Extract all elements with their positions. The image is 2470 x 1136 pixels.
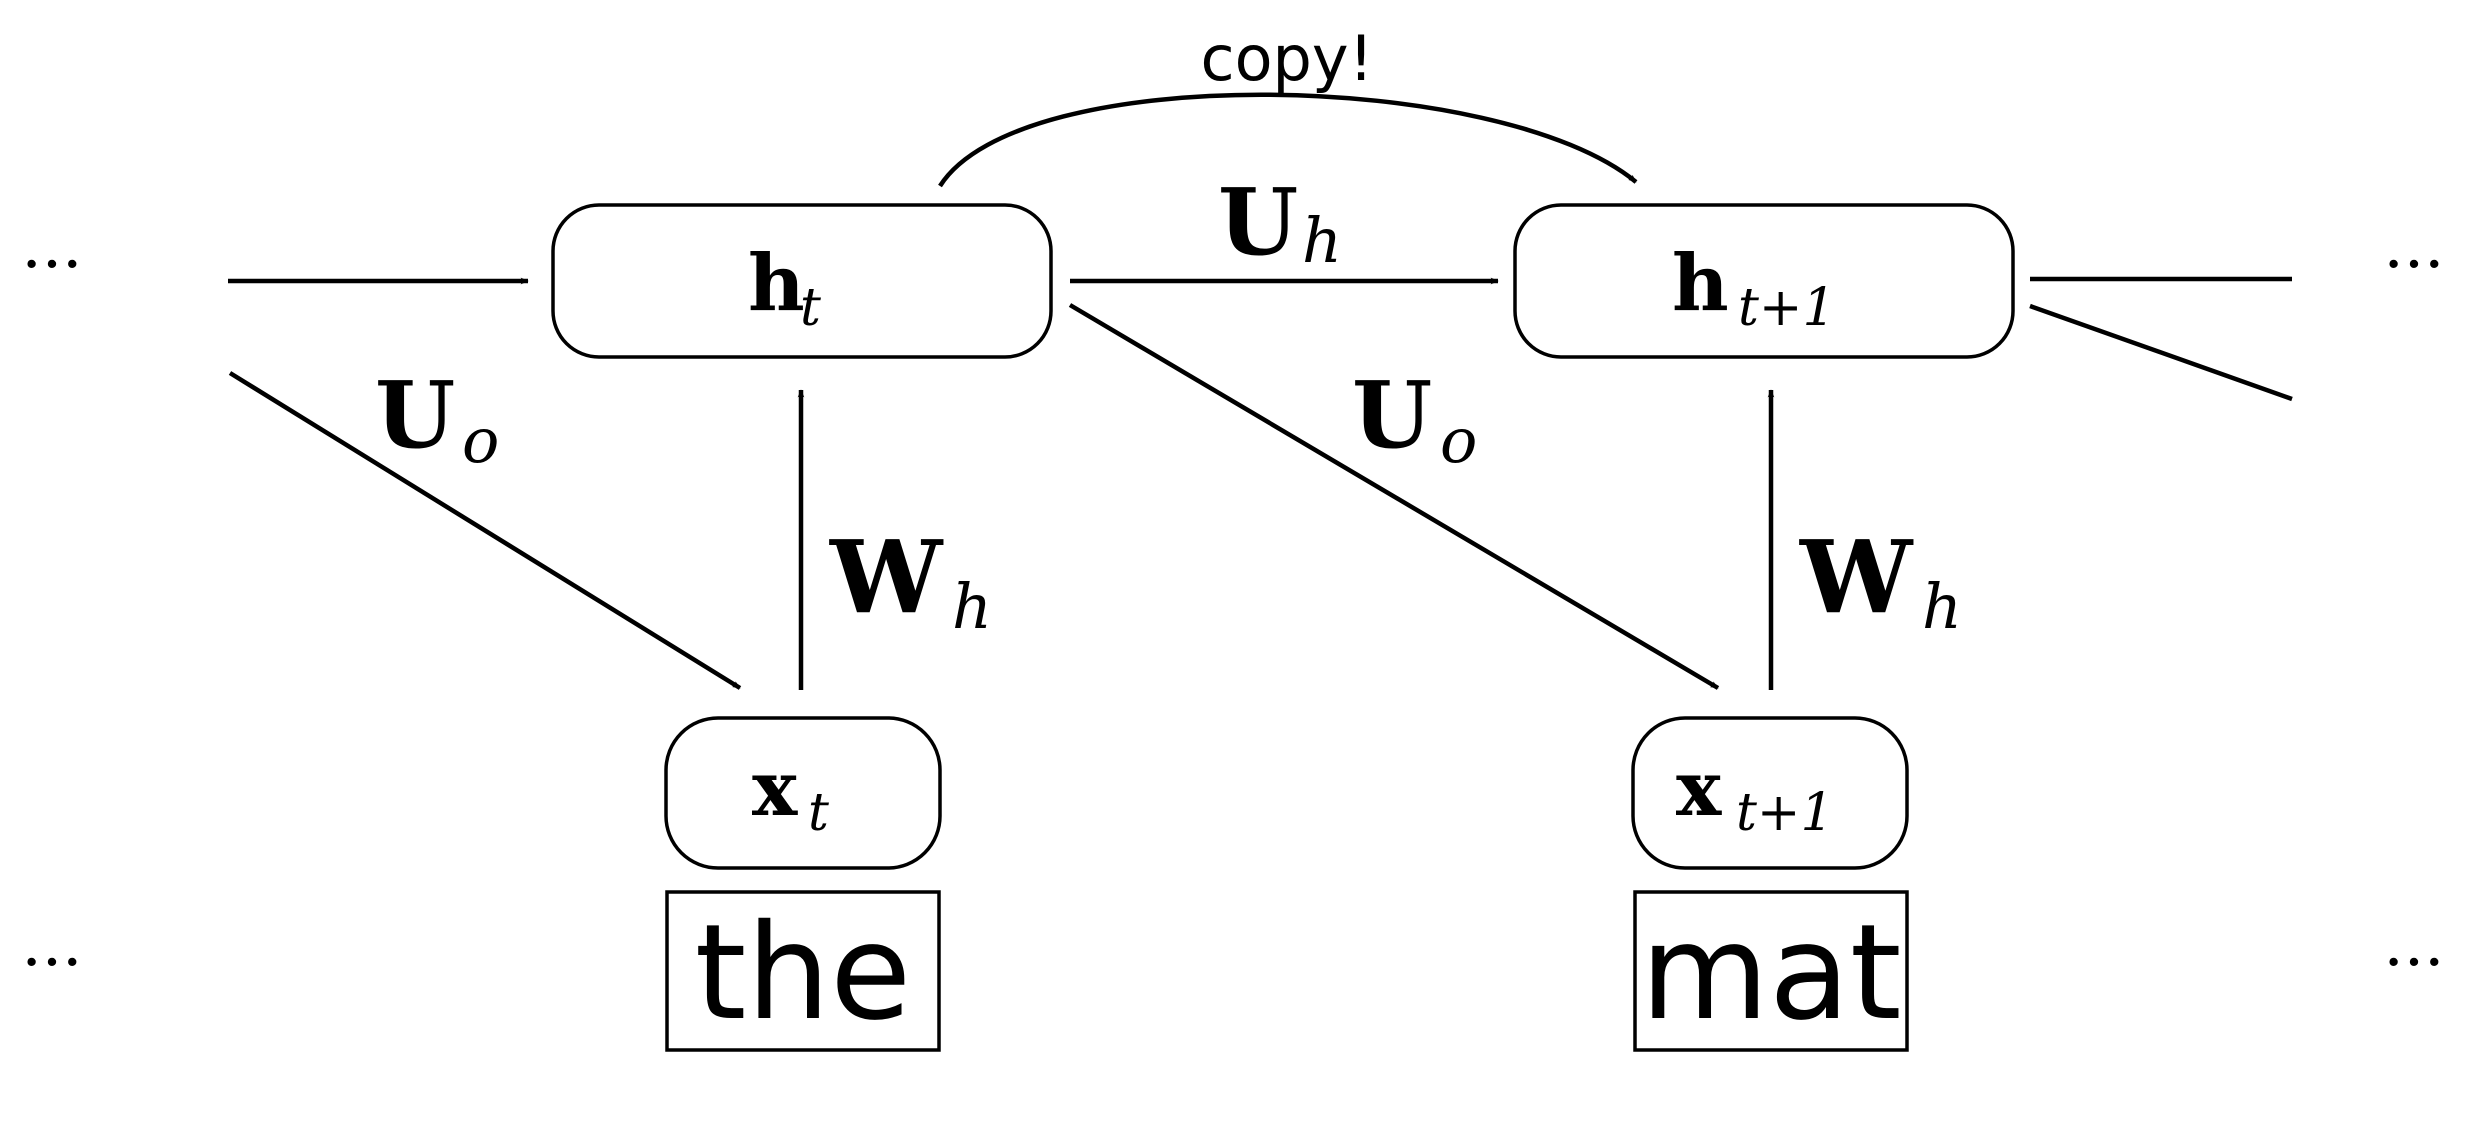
edge-label-output-right: U o <box>1352 361 1477 477</box>
word-label: mat <box>1640 896 1901 1050</box>
edge-label-subscript: h <box>1302 204 1342 277</box>
input-node-symbol: x <box>752 744 798 833</box>
ellipsis-bottom-left: ··· <box>21 926 82 1000</box>
copy-label: copy! <box>1201 22 1374 95</box>
edge-label-symbol: U <box>1352 361 1432 469</box>
input-node-x-t1: x t+1 <box>1631 716 1909 870</box>
input-node-subscript: t+1 <box>1736 783 1834 843</box>
hidden-node-subscript: t+1 <box>1738 278 1836 338</box>
hidden-node-subscript: t <box>800 278 821 338</box>
copy-arrow <box>938 92 1638 188</box>
edge-label-symbol: W <box>1799 518 1914 636</box>
edge-label-symbol: W <box>829 518 944 636</box>
edge-label-recurrent: U h <box>1218 168 1342 277</box>
hidden-node-h-t: h t <box>551 203 1053 359</box>
edge-label-input-left: W h <box>829 518 992 643</box>
edge-label-subscript: h <box>952 570 992 643</box>
edge-label-symbol: U <box>375 361 455 469</box>
hidden-node-symbol: h <box>748 238 805 329</box>
hidden-node-h-t1: h t+1 <box>1513 203 2015 359</box>
edge-label-output-left: U o <box>375 361 499 477</box>
word-box-the: the <box>665 890 941 1052</box>
input-node-subscript: t <box>808 783 829 843</box>
word-box-mat: mat <box>1633 890 1909 1052</box>
edge-label-input-right: W h <box>1799 518 1962 643</box>
edge-label-subscript: o <box>462 404 499 477</box>
input-node-x-t: x t <box>664 716 942 870</box>
output-arrow-to-x-t1 <box>1068 303 1720 690</box>
hidden-node-symbol: h <box>1672 238 1729 329</box>
edge-label-symbol: U <box>1218 168 1298 276</box>
ellipsis-bottom-right: ··· <box>2383 926 2444 1000</box>
word-label: the <box>695 896 912 1050</box>
edge-label-subscript: h <box>1922 570 1962 643</box>
edge-label-subscript: o <box>1440 404 1477 477</box>
output-arrow-to-x-t <box>228 371 742 690</box>
outgoing-output-line <box>2029 303 2293 402</box>
input-node-symbol: x <box>1676 744 1722 833</box>
ellipsis-top-right: ··· <box>2383 228 2444 302</box>
ellipsis-top-left: ··· <box>21 228 82 302</box>
